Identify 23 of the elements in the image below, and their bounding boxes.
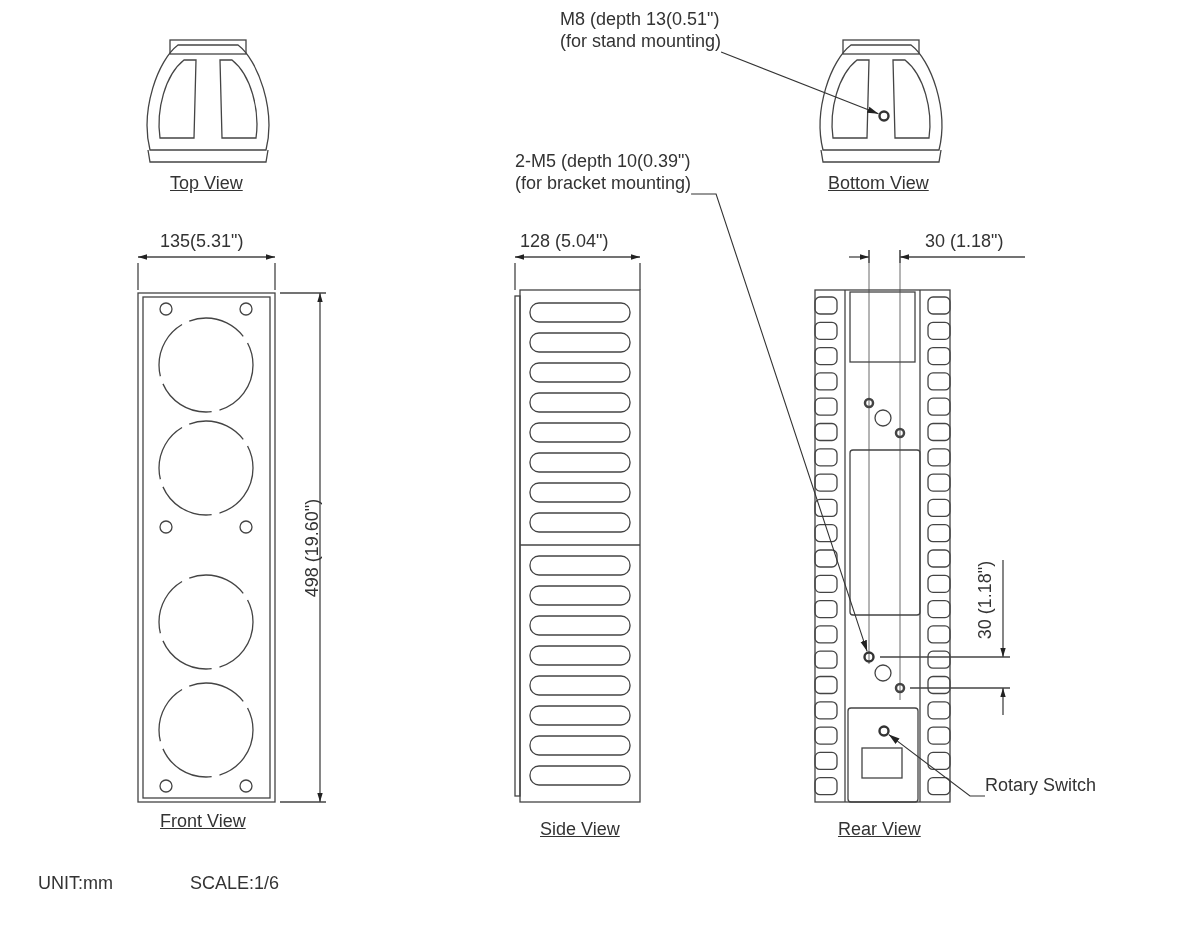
callout-text: 2-M5 (depth 10(0.39"): [515, 150, 692, 172]
view-title: Front View: [160, 810, 246, 832]
dimension-text: 128 (5.04"): [520, 230, 609, 252]
dimension-text: 30 (1.18"): [925, 230, 1004, 252]
leader-line: [720, 51, 879, 115]
rotary-switch-knob: [878, 725, 890, 737]
mounting-hole: [863, 651, 875, 663]
dimension-text: 498 (19.60"): [301, 498, 323, 598]
leader-line: [888, 734, 986, 797]
leader-line: [690, 193, 868, 652]
view-title: Side View: [540, 818, 620, 840]
dimension-text: 30 (1.18"): [974, 560, 996, 640]
callout-text: Rotary Switch: [985, 774, 1097, 796]
callout-text: (for stand mounting): [560, 30, 722, 52]
view-title: Bottom View: [828, 172, 929, 194]
callout-text: M8 (depth 13(0.51"): [560, 8, 721, 30]
view-title: Rear View: [838, 818, 921, 840]
unit-note: UNIT:mm: [38, 872, 113, 894]
scale-note: SCALE:1/6: [190, 872, 280, 894]
dimension-text: 135(5.31"): [160, 230, 244, 252]
view-title: Top View: [170, 172, 243, 194]
mounting-hole: [878, 110, 890, 122]
callout-text: (for bracket mounting): [515, 172, 692, 194]
